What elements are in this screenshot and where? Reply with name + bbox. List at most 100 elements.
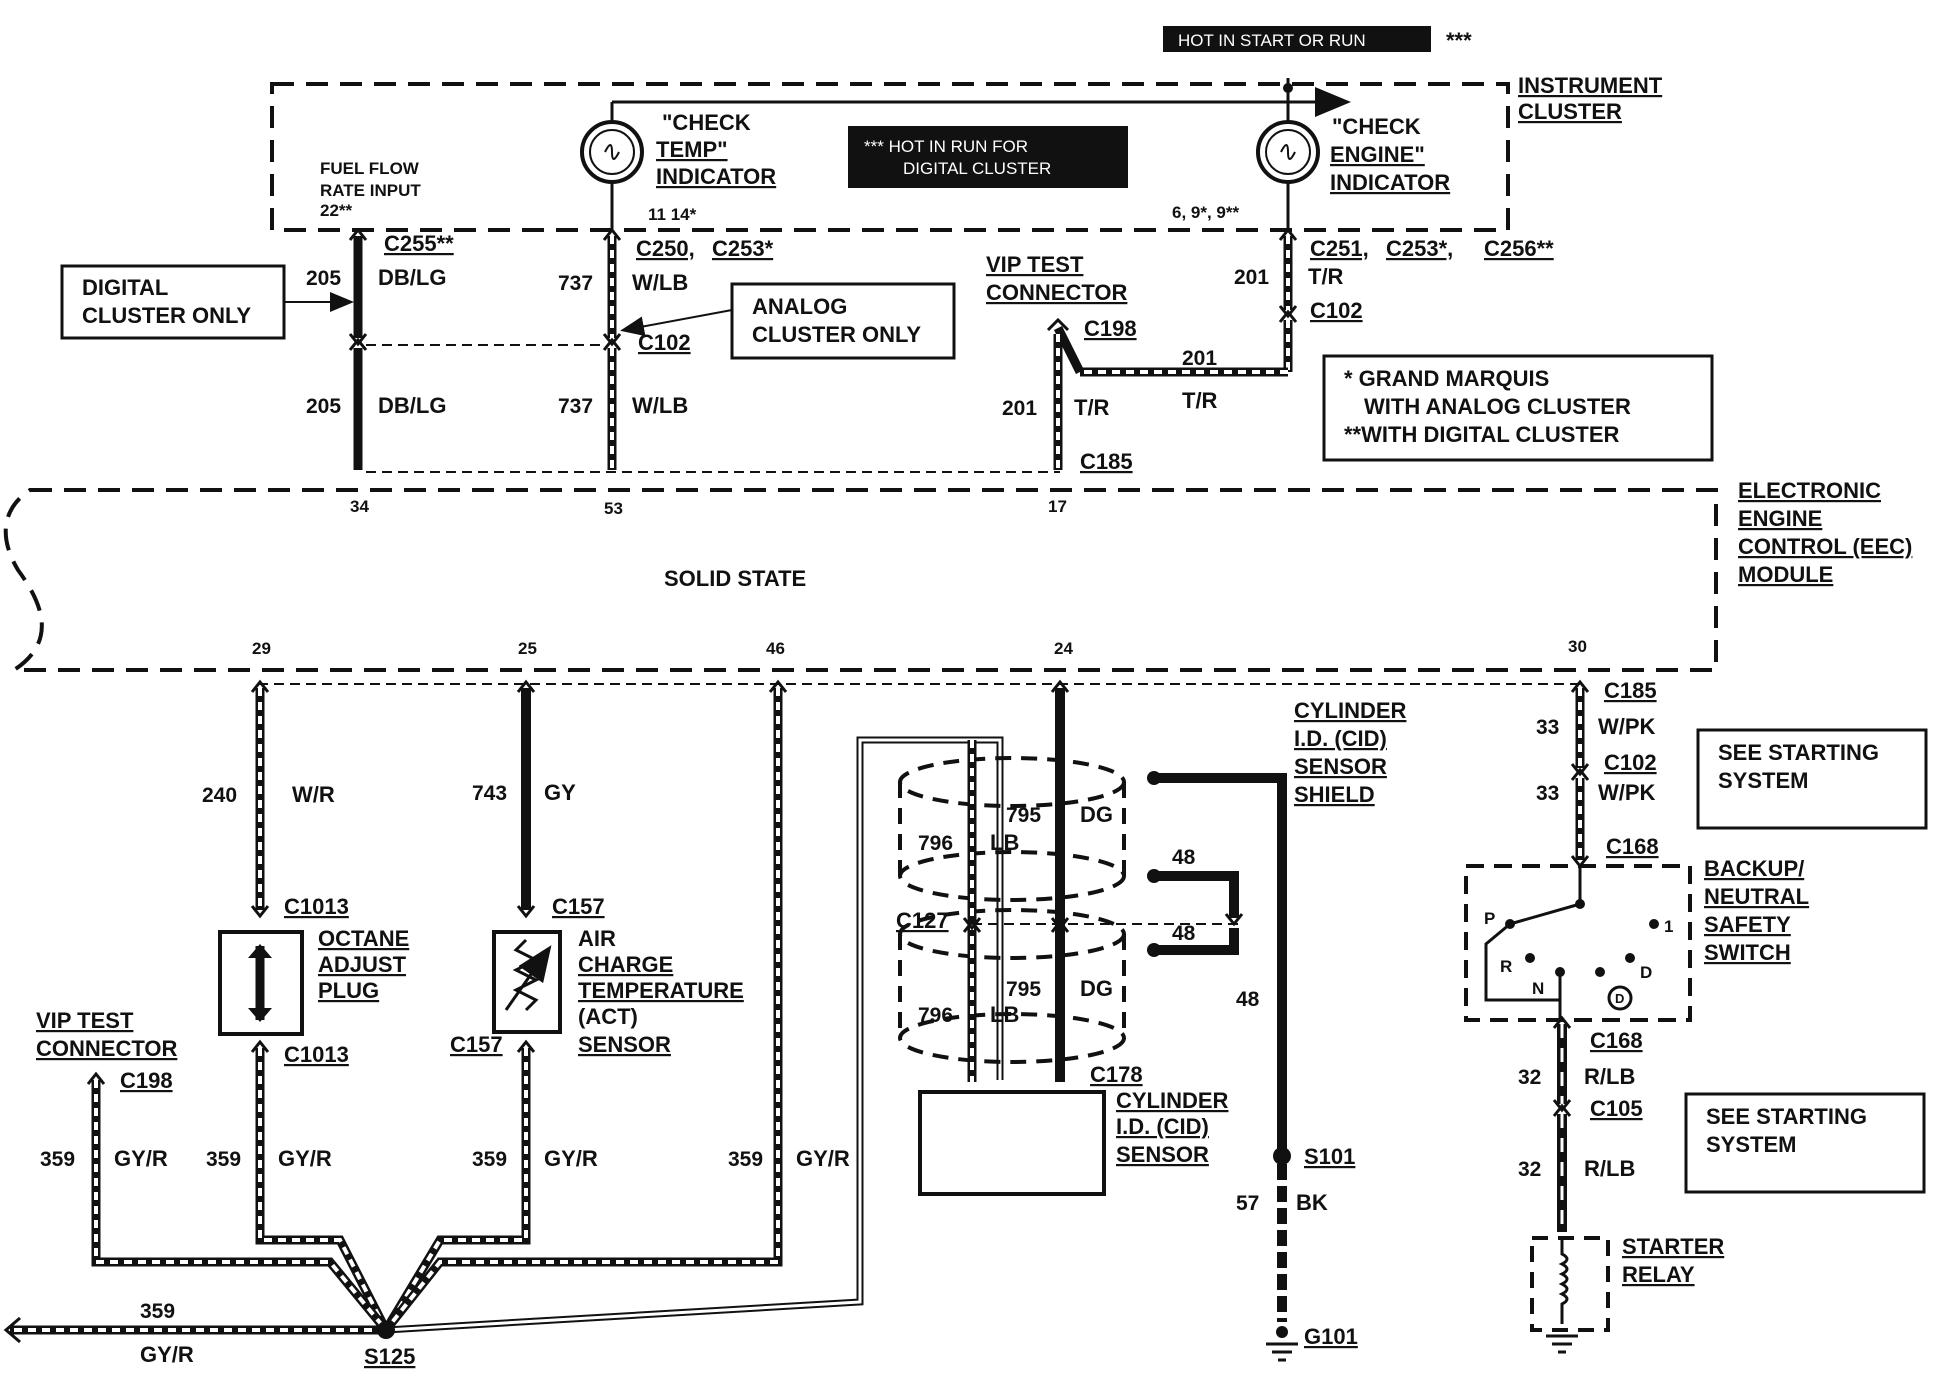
cid-sensor-icon <box>918 1090 1106 1196</box>
wire-201-number: 201 <box>1234 266 1269 289</box>
act-label-3: TEMPERATURE <box>578 978 744 1003</box>
connector-c255: C255** <box>384 231 454 256</box>
connector-c157: C157 <box>552 894 605 919</box>
wire-743 <box>516 679 536 919</box>
wire-796-color-2: LB <box>990 1002 1019 1027</box>
connector-c127: C127 <box>896 908 949 933</box>
wire-795-number-2: 795 <box>1006 978 1041 1001</box>
hot-start-run-banner: HOT IN START OR RUN *** <box>1163 26 1472 53</box>
check-temp-label-3: INDICATOR <box>656 164 776 189</box>
svg-text:**WITH DIGITAL CLUSTER: **WITH DIGITAL CLUSTER <box>1344 422 1620 447</box>
connector-c157-2: C157 <box>450 1032 503 1057</box>
instrument-cluster-title: INSTRUMENT <box>1518 73 1663 98</box>
connector-c102-2: C102 <box>1310 298 1363 323</box>
wire-240-number: 240 <box>202 784 237 807</box>
svg-text:***: *** <box>1446 28 1472 53</box>
fuel-flow-pin: 22** <box>320 201 353 220</box>
wire-201-color-2: T/R <box>1182 388 1218 413</box>
wire-359-number: 359 <box>40 1148 75 1171</box>
see-starting-system-note: SEE STARTING SYSTEM <box>1696 728 1928 830</box>
wire-796 <box>962 740 982 1082</box>
check-temp-label: "CHECK <box>662 110 751 135</box>
switch-pos-r: R <box>1500 957 1512 976</box>
wire-57-number: 57 <box>1236 1192 1259 1215</box>
cid-shield-label-2: I.D. (CID) <box>1294 726 1387 751</box>
backup-switch-label-3: SAFETY <box>1704 912 1791 937</box>
wire-359-number-3: 359 <box>472 1148 507 1171</box>
backup-switch-label-2: NEUTRAL <box>1704 884 1809 909</box>
wire-795-number: 795 <box>1006 804 1041 827</box>
wire-795-color-2: DG <box>1080 976 1113 1001</box>
svg-text:*** HOT IN RUN FOR: *** HOT IN RUN FOR <box>864 137 1028 156</box>
wire-32-number-2: 32 <box>1518 1158 1541 1181</box>
instrument-cluster-boundary <box>270 82 1510 232</box>
connector-c1013: C1013 <box>284 894 349 919</box>
connector-c253: C253* <box>712 236 774 261</box>
see-starting-system-note-2: SEE STARTING SYSTEM <box>1684 1092 1926 1194</box>
eec-pin-25: 25 <box>518 639 537 658</box>
connector-c251: C251, <box>1310 236 1369 261</box>
wire-201 <box>1046 227 1298 470</box>
connector-c185-2: C185 <box>1604 678 1657 703</box>
cid-shield-label: CYLINDER <box>1294 698 1407 723</box>
engine-pins: 6, 9*, 9** <box>1172 203 1239 222</box>
switch-pos-d: D <box>1640 963 1652 982</box>
starter-relay-icon <box>1530 1236 1610 1354</box>
act-label: AIR <box>578 926 616 951</box>
splice-s125: S125 <box>364 1344 415 1369</box>
wire-240 <box>250 679 270 919</box>
cid-sensor-label-3: SENSOR <box>1116 1142 1209 1167</box>
ground-g101-icon <box>1266 1326 1298 1362</box>
eec-title: ELECTRONIC <box>1738 478 1881 503</box>
vip-test-connector-label-2: CONNECTOR <box>986 280 1127 305</box>
wire-743-color: GY <box>544 780 576 805</box>
act-label-5: SENSOR <box>578 1032 671 1057</box>
svg-text:SYSTEM: SYSTEM <box>1718 768 1808 793</box>
wire-737 <box>602 227 622 470</box>
wire-32-color-2: R/LB <box>1584 1156 1635 1181</box>
starter-relay-label-2: RELAY <box>1622 1262 1695 1287</box>
instrument-cluster-title-2: CLUSTER <box>1518 99 1622 124</box>
eec-pin-30: 30 <box>1568 637 1587 656</box>
check-engine-label-3: INDICATOR <box>1330 170 1450 195</box>
wire-48-number-3: 48 <box>1236 988 1260 1011</box>
wire-32 <box>1552 1015 1572 1232</box>
wire-359-number-2: 359 <box>206 1148 241 1171</box>
analog-cluster-only-note: ANALOG CLUSTER ONLY <box>620 282 956 360</box>
wire-33 <box>1570 679 1590 869</box>
hot-run-digital-banner: *** HOT IN RUN FOR DIGITAL CLUSTER <box>848 126 1128 188</box>
connector-c198: C198 <box>1084 316 1137 341</box>
octane-adjust-plug-icon <box>218 930 304 1036</box>
splice-s101: S101 <box>1304 1144 1355 1169</box>
act-label-4: (ACT) <box>578 1004 638 1029</box>
wire-48-number: 48 <box>1172 846 1196 869</box>
splice-s125-icon <box>377 1321 395 1339</box>
connector-c250: C250, <box>636 236 695 261</box>
cid-shield-label-4: SHIELD <box>1294 782 1375 807</box>
act-label-2: CHARGE <box>578 952 673 977</box>
wire-737-color-2: W/LB <box>632 393 688 418</box>
connector-c168-2: C168 <box>1590 1028 1643 1053</box>
wire-205-color-2: DB/LG <box>378 393 446 418</box>
eec-module-boundary <box>3 488 1718 672</box>
connector-c185: C185 <box>1080 449 1133 474</box>
wire-201-number-3: 201 <box>1002 397 1037 420</box>
connector-c105: C105 <box>1590 1096 1643 1121</box>
variant-legend: * GRAND MARQUIS WITH ANALOG CLUSTER **WI… <box>1322 354 1714 462</box>
octane-label-3: PLUG <box>318 978 379 1003</box>
vip-test-connector-label: VIP TEST <box>986 252 1084 277</box>
svg-text:HOT IN START OR RUN: HOT IN START OR RUN <box>1178 31 1366 50</box>
switch-pos-p: P <box>1484 909 1495 928</box>
switch-pos-od: D <box>1615 991 1624 1006</box>
connector-c102-3: C102 <box>1604 750 1657 775</box>
wire-359-color-2: GY/R <box>278 1146 332 1171</box>
svg-text:SEE STARTING: SEE STARTING <box>1718 740 1879 765</box>
wire-359-number-4: 359 <box>728 1148 763 1171</box>
wire-796-number: 796 <box>918 832 953 855</box>
svg-text:DIGITAL CLUSTER: DIGITAL CLUSTER <box>903 159 1051 178</box>
octane-label-2: ADJUST <box>318 952 407 977</box>
wire-359-color: GY/R <box>114 1146 168 1171</box>
wire-201-color-3: T/R <box>1074 395 1110 420</box>
svg-text:ANALOG: ANALOG <box>752 294 847 319</box>
